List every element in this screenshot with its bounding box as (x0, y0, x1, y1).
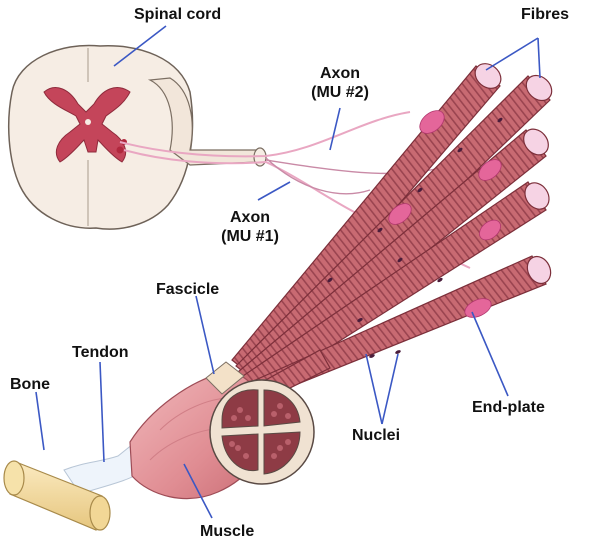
leader-fibres-1 (485, 37, 539, 71)
end-plate-4 (479, 219, 501, 241)
end-plate-2 (478, 159, 502, 181)
axon-mu2 (119, 111, 411, 158)
label-axon-mu2-line2: (MU #2) (311, 84, 369, 101)
label-axon-mu1: Axon (MU #1) (210, 208, 290, 246)
label-axon-mu2-line1: Axon (320, 65, 360, 82)
muscle-fibres (231, 63, 553, 405)
leader-axon-mu1 (257, 181, 291, 201)
end-plate-1 (419, 110, 445, 134)
label-axon-mu1-line2: (MU #1) (221, 228, 279, 245)
leader-fibres-2 (537, 37, 541, 79)
label-axon-mu1-line1: Axon (230, 209, 270, 226)
spinal-cord-section (8, 44, 267, 230)
end-plate-3 (388, 203, 412, 225)
leader-nuclei-2 (381, 353, 399, 425)
bone (3, 460, 111, 531)
grey-matter (43, 87, 131, 163)
label-end-plate: End-plate (472, 399, 545, 416)
leader-bone (35, 391, 45, 451)
leader-lines (35, 25, 541, 519)
central-canal (85, 119, 91, 125)
label-muscle: Muscle (200, 523, 255, 540)
leader-end-plate (471, 311, 509, 397)
leader-fascicle (195, 295, 215, 375)
nuclei-dots (327, 117, 503, 358)
motor-neuron-1 (116, 146, 124, 154)
label-nuclei: Nuclei (352, 427, 401, 444)
leader-nuclei-1 (365, 353, 383, 425)
end-plates (388, 110, 502, 318)
leader-muscle (183, 463, 213, 519)
label-fibres: Fibres (521, 6, 570, 23)
label-bone: Bone (10, 376, 50, 393)
label-tendon: Tendon (72, 344, 129, 361)
leader-spinal-cord (113, 25, 167, 67)
label-axon-mu2: Axon (MU #2) (300, 64, 380, 102)
leader-tendon (99, 361, 105, 463)
leader-axon-mu2 (329, 107, 341, 151)
label-fascicle: Fascicle (156, 281, 220, 298)
fascicle-section (205, 361, 315, 485)
label-spinal-cord: Spinal cord (134, 6, 222, 23)
